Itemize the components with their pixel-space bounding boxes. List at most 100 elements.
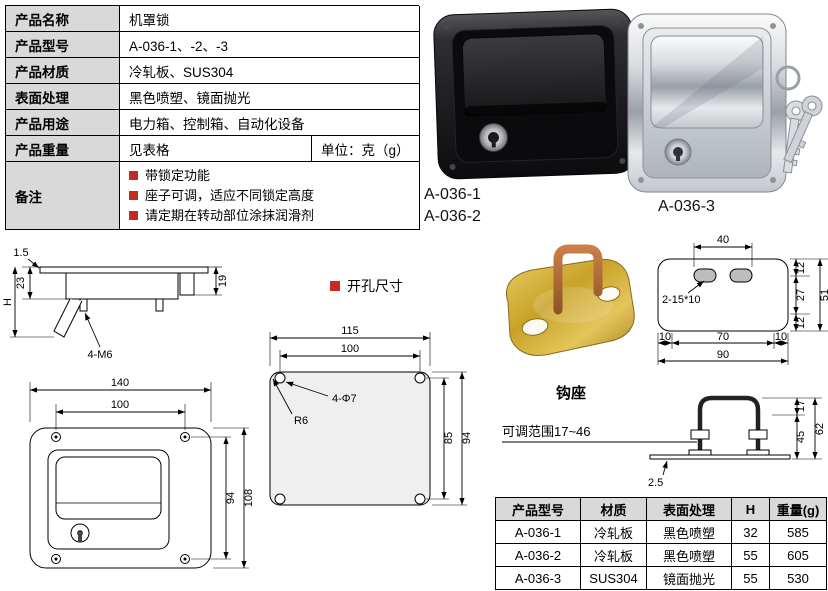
dim-label-height-outer: 94 [461, 432, 473, 444]
spec-label-name: 产品名称 [6, 6, 120, 32]
dim-label-right-total: 51 [819, 289, 828, 301]
cutout-drawing: 115 100 4-Φ7 R6 85 94 [269, 325, 473, 506]
size-table: 产品型号 材质 表面处理 H 重量(g) A-036-1 冷轧板 黑色喷塑 32… [495, 497, 827, 590]
cutout-outline [269, 371, 431, 506]
chrome-lock-body [627, 13, 787, 193]
size-cell: 605 [770, 544, 827, 567]
hook-seat-drawing: 40 2-15*10 12 27 12 51 10 70 10 90 [657, 234, 828, 365]
size-cell: A-036-1 [496, 521, 581, 544]
size-header-weight: 重量(g) [770, 498, 827, 521]
dim-label-bottom-left: 10 [659, 331, 671, 343]
model-label: A-036-1 [424, 186, 481, 203]
size-cell: 55 [732, 544, 770, 567]
dim-label-top: 17 [795, 400, 807, 412]
spec-value-weight: 见表格 [120, 136, 312, 162]
spec-label-notes: 备注 [6, 162, 120, 230]
keys [775, 65, 823, 174]
dim-label-plate: 2.5 [648, 477, 663, 489]
hook-rod [553, 244, 603, 315]
note-item: 座子可调，适应不同锁定高度 [129, 188, 314, 203]
note-item: 带锁定功能 [129, 168, 210, 183]
size-header-model: 产品型号 [496, 498, 581, 521]
size-cell: A-036-2 [496, 544, 581, 567]
size-cell: 530 [770, 567, 827, 590]
cutout-title: 开孔尺寸 [330, 276, 403, 296]
photo-black-lock [433, 8, 637, 180]
slot-callout: 2-15*10 [662, 294, 701, 306]
range-label: 可调范围17~46 [502, 424, 591, 439]
spec-table: 产品名称 机罩锁 产品型号 A-036-1、-2、-3 产品材质 冷轧板、SUS… [5, 5, 420, 230]
size-header-H: H [732, 498, 770, 521]
photo-chrome-lock [627, 13, 823, 193]
note-text: 请定期在转动部位涂抹润滑剂 [145, 208, 315, 223]
size-cell: 32 [732, 521, 770, 544]
dim-label-height-holes: 85 [443, 432, 455, 444]
spec-label-finish: 表面处理 [6, 84, 120, 110]
side-view-drawing: 1.5 23 H 19 4-M6 [2, 247, 229, 361]
size-cell: SUS304 [581, 567, 647, 590]
radius-callout: R6 [294, 415, 308, 427]
dim-label-width-holes: 100 [111, 399, 129, 411]
size-cell: 冷轧板 [581, 521, 647, 544]
dim-label-bottom-right: 10 [775, 331, 787, 343]
dim-label-bottom-mid: 70 [717, 331, 729, 343]
red-square-bullet-icon [330, 281, 340, 291]
photo-caption-right: A-036-3 [658, 196, 715, 218]
front-view-outline [29, 427, 212, 569]
dim-label-bottom-total: 90 [717, 349, 729, 361]
note-item: 请定期在转动部位涂抹润滑剂 [129, 208, 314, 223]
photo-caption-left: A-036-1 A-036-2 [424, 184, 481, 228]
spec-notes: 带锁定功能 座子可调，适应不同锁定高度 请定期在转动部位涂抹润滑剂 [120, 162, 420, 230]
size-cell: 黑色喷塑 [647, 521, 732, 544]
spec-label-material: 产品材质 [6, 58, 120, 84]
size-header-finish: 表面处理 [647, 498, 732, 521]
size-cell: 冷轧板 [581, 544, 647, 567]
thread-label: 4-M6 [87, 349, 112, 361]
dim-label-slot-span: 40 [717, 234, 729, 246]
dim-label-width-outer: 140 [111, 377, 129, 389]
note-text: 座子可调，适应不同锁定高度 [145, 188, 315, 203]
hook-seat-plate [506, 258, 635, 356]
size-cell: 55 [732, 567, 770, 590]
spec-value-usage: 电力箱、控制箱、自动化设备 [120, 110, 420, 136]
spec-value-material: 冷轧板、SUS304 [120, 58, 420, 84]
hole-callout: 4-Φ7 [332, 393, 357, 405]
side-view-outline [39, 266, 209, 338]
dim-label-bottom: 45 [795, 431, 807, 443]
spec-value-name: 机罩锁 [120, 6, 420, 32]
dim-label-right: 19 [217, 275, 229, 287]
dim-label-right-bottom: 12 [795, 317, 807, 329]
dim-label-total: 62 [814, 423, 826, 435]
dim-label-height-holes: 94 [225, 492, 237, 504]
size-cell: A-036-3 [496, 567, 581, 590]
dim-label-height-outer: 108 [243, 489, 255, 507]
model-label: A-036-2 [424, 208, 481, 225]
size-cell: 镜面抛光 [647, 567, 732, 590]
dim-label-right-mid: 27 [795, 289, 807, 301]
red-square-bullet-icon [129, 191, 138, 200]
hook-seat-caption: 钩座 [556, 385, 587, 402]
red-square-bullet-icon [129, 171, 138, 180]
size-cell: 585 [770, 521, 827, 544]
spec-label-usage: 产品用途 [6, 110, 120, 136]
note-text: 带锁定功能 [145, 168, 211, 183]
dim-label-right-top: 12 [795, 262, 807, 274]
size-header-material: 材质 [581, 498, 647, 521]
red-square-bullet-icon [129, 211, 138, 220]
dim-label-thickness: 1.5 [13, 247, 28, 259]
dim-label-width-outer: 115 [341, 325, 359, 337]
spec-value-finish: 黑色喷塑、镜面抛光 [120, 84, 420, 110]
paddle-handle [650, 35, 764, 129]
black-lock-body [433, 8, 637, 180]
spec-value-model: A-036-1、-2、-3 [120, 32, 420, 58]
adjustable-bracket-drawing: 可调范围17~46 17 45 62 2.5 [502, 395, 826, 489]
spec-label-weight: 产品重量 [6, 136, 120, 162]
hook-seat-outline [657, 258, 789, 332]
spec-label-model: 产品型号 [6, 32, 120, 58]
dim-label-depth: 23 [15, 277, 27, 289]
spec-unit-weight: 单位：克（g） [312, 136, 420, 162]
cutout-title-text: 开孔尺寸 [347, 278, 403, 294]
dim-label-H: H [2, 298, 14, 306]
model-label: A-036-3 [658, 198, 715, 215]
